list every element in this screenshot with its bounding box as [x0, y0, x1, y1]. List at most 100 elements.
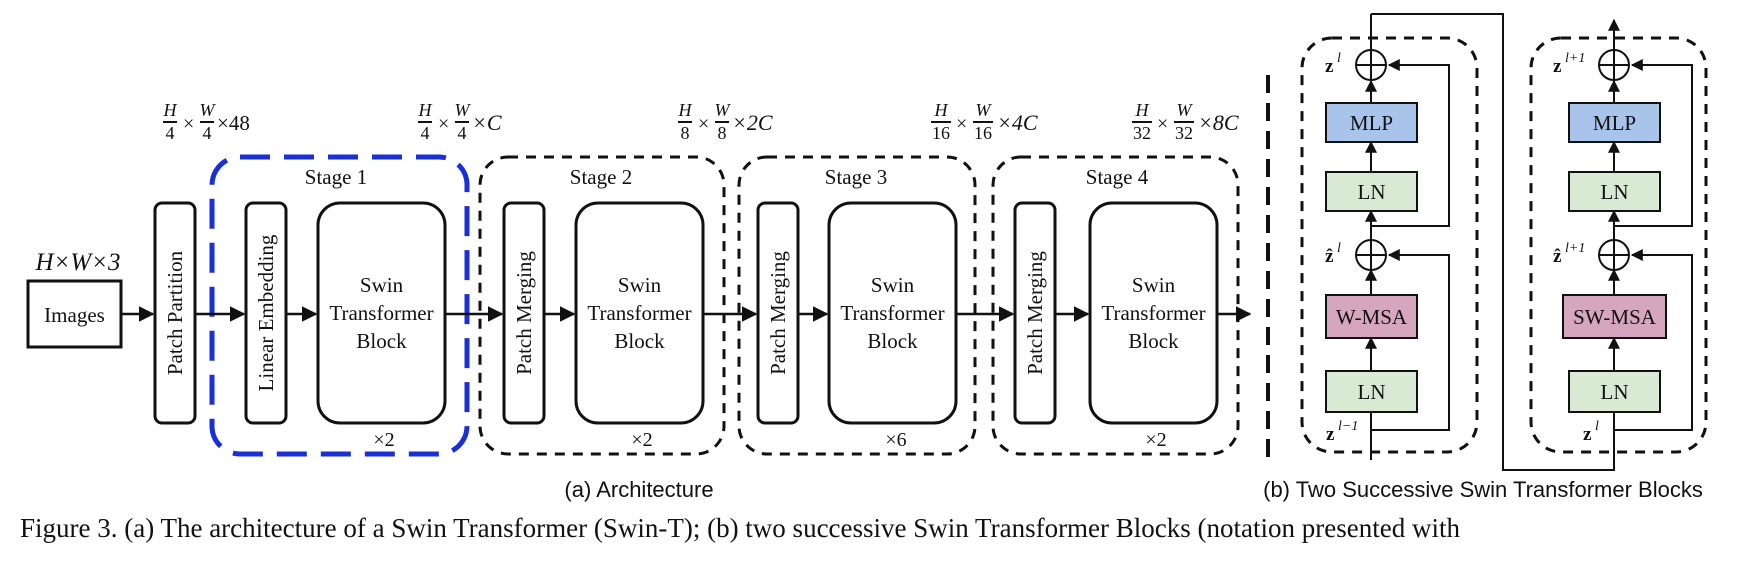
stage-4-swin-line2: Transformer [1101, 301, 1205, 325]
stage-3-repeat: ×6 [885, 429, 906, 451]
block-1-container [1300, 36, 1479, 454]
stage-2-title: Stage 2 [570, 165, 632, 189]
svg-text:l: l [1595, 419, 1599, 434]
svg-text:z: z [1583, 424, 1592, 445]
stage-2-patch-merging-label: Patch Merging [512, 251, 536, 375]
svg-text:4: 4 [203, 123, 212, 143]
block-1-mlp-box [1325, 102, 1418, 143]
block-2-swmsa-box [1562, 294, 1667, 339]
images-label: Images [44, 303, 105, 327]
svg-text:×48: ×48 [217, 111, 250, 135]
svg-text:z: z [1325, 56, 1334, 77]
block-2-ln-bottom-box [1568, 370, 1661, 413]
block-1-ln-bottom-box [1325, 370, 1418, 413]
svg-text:8: 8 [681, 123, 690, 143]
block-connector [1371, 13, 1615, 471]
stage-4-patch-merging-label: Patch Merging [1023, 251, 1047, 375]
stage-1-repeat: ×2 [373, 429, 394, 451]
stage-4-swin-line3: Block [1128, 329, 1179, 353]
block-2-z-in-label: z l [1583, 419, 1599, 445]
svg-text:×: × [1157, 113, 1168, 135]
stage-4-repeat: ×2 [1145, 429, 1166, 451]
block-1-ln-top-box [1325, 171, 1418, 212]
svg-text:l: l [1337, 241, 1341, 256]
svg-text:ẑ: ẑ [1553, 246, 1562, 267]
svg-text:16: 16 [932, 123, 950, 143]
svg-text:z: z [1326, 424, 1335, 445]
dim-label-d3: H 16 × W 16 ×4C [931, 100, 1038, 143]
svg-text:H: H [934, 100, 949, 120]
block-1-add-lower-icon [1355, 239, 1387, 271]
dim-label-d4: H 32 × W 32 ×8C [1132, 100, 1239, 143]
images-box [26, 279, 123, 349]
block-2-mlp-box [1568, 102, 1661, 143]
svg-text:l+1: l+1 [1565, 241, 1585, 256]
svg-text:×C: ×C [472, 110, 502, 135]
svg-text:l+1: l+1 [1565, 51, 1585, 66]
subcaption-b: (b) Two Successive Swin Transformer Bloc… [1263, 477, 1703, 502]
svg-text:8: 8 [718, 123, 727, 143]
stage-4-container [991, 155, 1240, 456]
svg-text:W: W [455, 100, 472, 120]
svg-text:4: 4 [166, 123, 175, 143]
svg-text:×: × [698, 113, 709, 135]
svg-text:×: × [438, 113, 449, 135]
svg-text:ẑ: ẑ [1325, 246, 1334, 267]
block-1-z-in-label: z l−1 [1326, 419, 1358, 445]
block-2-ln-top-box [1568, 171, 1661, 212]
block-1-wiring [1365, 14, 1450, 460]
block-2-mlp-label: MLP [1593, 111, 1636, 135]
block-1-zhat-label: ẑ l [1325, 241, 1341, 267]
stage-1-container [209, 154, 470, 457]
subcaption-a: (a) Architecture [564, 477, 713, 502]
dim-label-d0: H 4 × W 4 ×48 [163, 100, 250, 143]
block-2-add-upper-icon [1598, 49, 1630, 81]
svg-text:H: H [163, 100, 178, 120]
block-1-ln-top-label: LN [1358, 180, 1386, 204]
block-1-ln-bottom-label: LN [1358, 380, 1386, 404]
block-1-mlp-label: MLP [1350, 111, 1393, 135]
stage-2-swin-line1: Swin [618, 273, 662, 297]
figure-caption: Figure 3. (a) The architecture of a Swin… [20, 513, 1460, 543]
block-2-container [1529, 36, 1708, 454]
stage-3-swin-line2: Transformer [840, 301, 944, 325]
block-1-wmsa-box [1325, 294, 1418, 339]
stage-1-swin-line2: Transformer [329, 301, 433, 325]
block-2-z-out-label: z l+1 [1553, 51, 1585, 77]
stage-3-title: Stage 3 [825, 165, 887, 189]
svg-text:4: 4 [458, 123, 467, 143]
block-2-wiring [1608, 18, 1693, 431]
svg-text:×8C: ×8C [1198, 110, 1239, 135]
svg-text:32: 32 [1175, 123, 1193, 143]
block-1-z-out-label: z l [1325, 51, 1341, 77]
svg-text:l: l [1337, 51, 1341, 66]
stage-1-linear-embedding-label: Linear Embedding [254, 234, 278, 391]
stage-4-swin-line1: Swin [1132, 273, 1176, 297]
svg-text:4: 4 [421, 123, 430, 143]
stage-3-patch-merging-label: Patch Merging [766, 251, 790, 375]
block-2-zhat-label: ẑ l+1 [1553, 241, 1585, 267]
input-dims-label: H×W×3 [34, 249, 120, 276]
block-2-ln-top-label: LN [1601, 180, 1629, 204]
stage-1-swin-line1: Swin [360, 273, 404, 297]
svg-text:W: W [200, 100, 217, 120]
svg-text:×: × [956, 113, 967, 135]
block-1-wmsa-label: W-MSA [1336, 305, 1408, 329]
svg-text:16: 16 [974, 123, 992, 143]
stage-3-swin-line1: Swin [871, 273, 915, 297]
stage-2-container [478, 155, 726, 456]
stage-1-title: Stage 1 [305, 165, 367, 189]
svg-text:W: W [976, 100, 993, 120]
block-2-swmsa-label: SW-MSA [1573, 305, 1657, 329]
block-2-ln-bottom-label: LN [1601, 380, 1629, 404]
stage-4-title: Stage 4 [1086, 165, 1149, 189]
svg-text:32: 32 [1133, 123, 1151, 143]
stage-3-swin-line3: Block [867, 329, 918, 353]
svg-text:H: H [418, 100, 433, 120]
swin-architecture-diagram: H×W×3 Images Patch Partition H 4 × W 4 ×… [26, 13, 1708, 502]
svg-text:×2C: ×2C [732, 110, 773, 135]
svg-text:H: H [678, 100, 693, 120]
svg-text:×: × [183, 113, 194, 135]
svg-text:W: W [715, 100, 732, 120]
stage-2-swin-line3: Block [614, 329, 665, 353]
